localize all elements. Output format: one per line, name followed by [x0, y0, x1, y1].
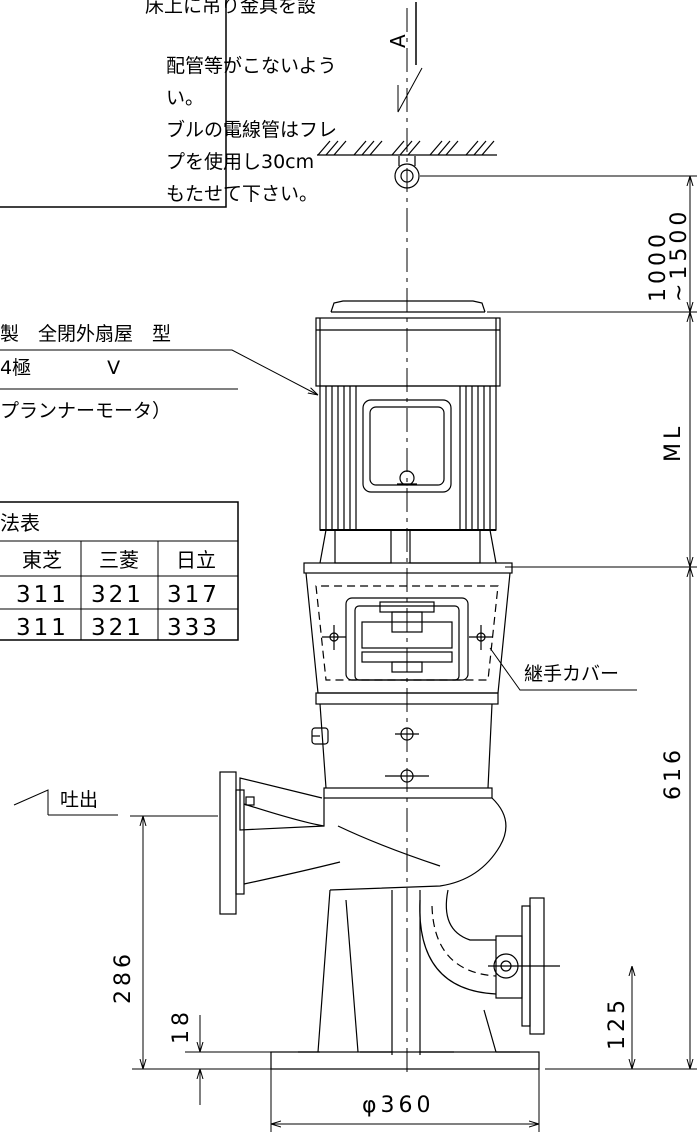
table-header-toshiba: 東芝 — [22, 548, 62, 572]
bracket — [303, 529, 513, 705]
table-header-hitachi: 日立 — [176, 548, 216, 572]
notes-box: 床上に吊り金具を設 配管等がこないよう い。 ブルの電線管はフレ プを使用し30… — [0, 0, 337, 208]
table-cell: 333 — [167, 615, 220, 641]
section-marker: A — [386, 2, 423, 113]
hanger-eye — [394, 156, 420, 189]
table-header-mitsubishi: 三菱 — [99, 548, 139, 572]
motor-spec: 製 全閉外扇屋 型 4極 V プランナーモータ） — [0, 323, 318, 422]
dim-base-thickness: 18 — [169, 1008, 194, 1044]
section-marker-label: A — [386, 34, 410, 48]
discharge-label: 吐出 — [60, 789, 98, 811]
dimension-table: 法表 東芝 三菱 日立 311 321 317 311 321 333 — [0, 501, 239, 641]
motor-spec-line-3: プランナーモータ） — [0, 400, 171, 422]
note-line-4: ブルの電線管はフレ — [166, 118, 337, 141]
coupling-cover-callout: 継手カバー — [489, 647, 637, 691]
table-cell: 311 — [16, 582, 69, 608]
table-cell: 317 — [167, 582, 220, 608]
note-line-2: 配管等がこないよう — [166, 55, 337, 77]
right-dimensions — [420, 175, 697, 1070]
dim-motor-length: ML — [661, 423, 686, 462]
coupling-cover-label: 継手カバー — [524, 663, 619, 685]
table-cell: 321 — [91, 582, 144, 608]
table-title: 法表 — [0, 511, 40, 535]
dim-pump-height: 616 — [661, 746, 686, 800]
table-cell: 321 — [91, 615, 144, 641]
motor-spec-line-2: 4極 V — [0, 357, 120, 379]
motor-spec-line-1: 製 全閉外扇屋 型 — [0, 323, 171, 345]
dim-base-diameter: φ360 — [362, 1093, 435, 1118]
table-cell: 311 — [16, 615, 69, 641]
left-dimensions — [132, 815, 298, 1105]
dim-suction-height: 125 — [605, 996, 630, 1050]
dim-hanger-height-range: ~1500 — [667, 208, 692, 302]
base-plate — [270, 1051, 540, 1070]
note-line-1: 床上に吊り金具を設 — [145, 0, 316, 17]
ceiling-hatch — [317, 140, 497, 156]
note-line-5: プを使用し30cm — [166, 151, 314, 173]
discharge-callout: 吐出 — [13, 789, 218, 817]
dim-hanger-height: 1000 — [646, 230, 671, 302]
note-line-6: もたせて下さい。 — [166, 183, 318, 205]
note-line-3: い。 — [166, 87, 204, 109]
dim-discharge-height: 286 — [111, 950, 136, 1004]
pump-casing — [219, 703, 560, 1055]
bottom-dimension — [270, 1069, 540, 1132]
motor — [315, 300, 501, 531]
